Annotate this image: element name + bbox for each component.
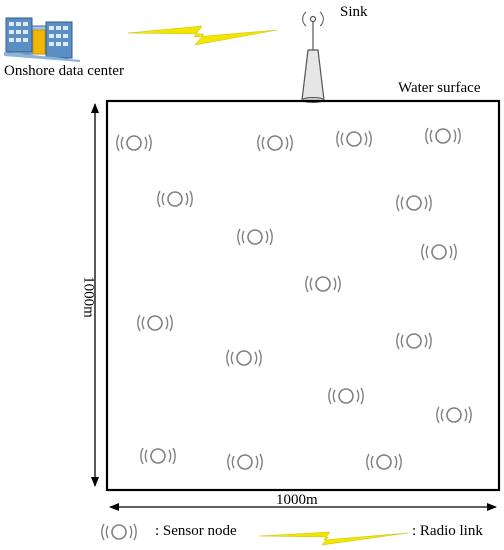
sensor-node-icon <box>140 447 176 465</box>
legend-radio-link-icon <box>259 531 409 546</box>
sensor-node-icon <box>305 275 341 293</box>
building-icon <box>4 17 80 62</box>
sensor-node-icon <box>226 349 262 367</box>
sensor-node-icon <box>137 314 173 332</box>
sensor-node-icon <box>421 243 457 261</box>
sensor-nodes <box>116 127 472 471</box>
sensor-node-icon <box>425 127 461 145</box>
sensor-node-icon <box>396 194 432 212</box>
sensor-node-icon <box>257 134 293 152</box>
sink-label: Sink <box>340 4 368 20</box>
sensor-node-icon <box>227 453 263 471</box>
sensor-node-icon <box>396 332 432 350</box>
sensor-node-icon <box>328 387 364 405</box>
sensor-node-icon <box>237 228 273 246</box>
sink-buoy-icon <box>301 11 325 103</box>
sensor-node-icon <box>366 453 402 471</box>
height-dimension-label: 1000m <box>80 276 97 318</box>
sensor-node-icon <box>116 134 152 152</box>
sensor-node-icon <box>336 130 372 148</box>
legend-sensor-node-icon <box>101 523 137 541</box>
legend-sensor-node-label: : Sensor node <box>155 523 237 539</box>
legend-radio-link-label: : Radio link <box>412 523 483 539</box>
lightning-icon <box>127 25 278 46</box>
monitoring-area <box>105 99 501 492</box>
sensor-node-icon <box>157 190 193 208</box>
sensor-node-icon <box>436 406 472 424</box>
width-dimension-label: 1000m <box>276 492 318 508</box>
water-surface-label: Water surface <box>398 80 481 96</box>
data-center-label: Onshore data center <box>4 63 124 79</box>
